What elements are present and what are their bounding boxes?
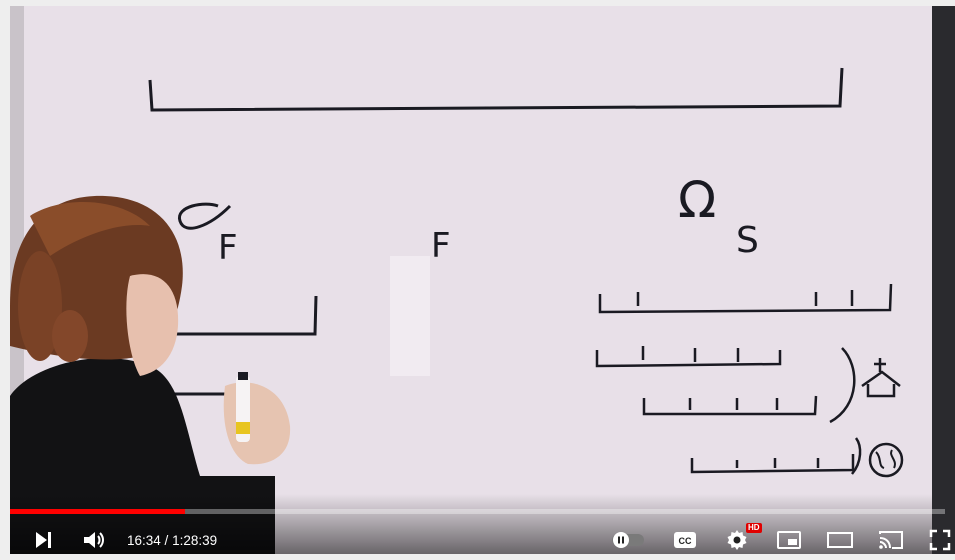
captions-icon: CC	[674, 532, 696, 548]
svg-text:CC: CC	[679, 536, 692, 546]
settings-icon	[727, 530, 747, 550]
whiteboard-scene	[10, 6, 955, 554]
theater-button[interactable]	[822, 520, 858, 560]
autoplay-toggle[interactable]	[610, 520, 646, 560]
board-letter-f-left: F	[218, 228, 238, 268]
hd-badge: HD	[746, 523, 762, 533]
settings-button[interactable]: HD	[720, 520, 762, 560]
progress-played	[10, 509, 185, 514]
captions-button[interactable]: CC	[670, 520, 700, 560]
video-frame[interactable]: F F Ω S	[10, 6, 955, 554]
time-current: 16:34	[127, 532, 161, 548]
board-subscript-s: S	[736, 220, 759, 261]
time-display: 16:34 / 1:28:39	[127, 520, 217, 560]
time-total: 1:28:39	[172, 532, 218, 548]
volume-icon	[84, 532, 104, 548]
volume-button[interactable]	[78, 520, 110, 560]
autoplay-toggle-icon	[612, 532, 644, 548]
board-omega: Ω	[678, 171, 717, 229]
theater-icon	[827, 532, 853, 548]
board-letter-f-middle: F	[431, 226, 451, 266]
board-stand	[932, 6, 955, 554]
time-separator: /	[160, 532, 173, 548]
fullscreen-button[interactable]	[926, 520, 954, 560]
next-button[interactable]	[28, 520, 58, 560]
cast-icon	[879, 531, 903, 549]
miniplayer-icon	[777, 531, 801, 549]
next-icon	[36, 532, 51, 548]
cast-button[interactable]	[874, 520, 908, 560]
player-controls: 16:34 / 1:28:39 CC HD	[10, 520, 955, 560]
fullscreen-icon	[929, 529, 951, 551]
miniplayer-button[interactable]	[772, 520, 806, 560]
controls-gradient	[10, 494, 955, 554]
progress-bar[interactable]	[10, 509, 945, 514]
